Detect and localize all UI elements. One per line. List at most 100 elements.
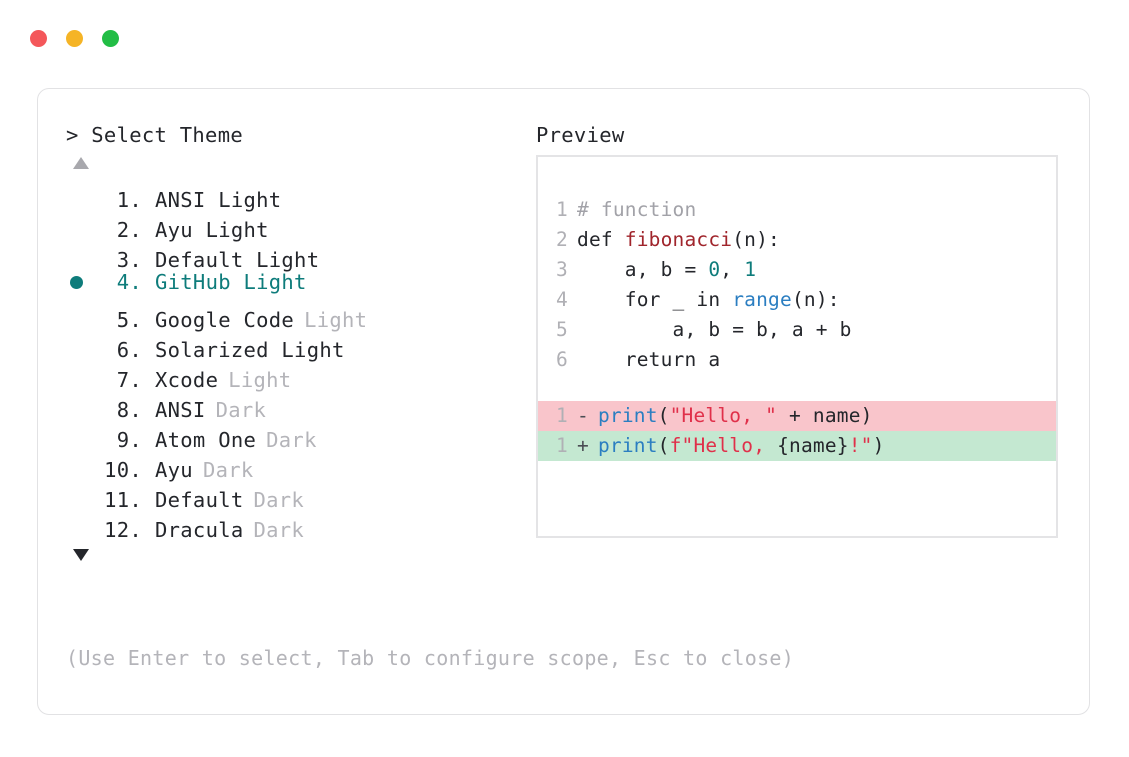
selection-bullet-cell	[66, 417, 96, 447]
code-line-text: for _ in range(n):	[568, 285, 840, 315]
theme-list-item[interactable]: 1.ANSI Light	[66, 177, 536, 212]
scroll-up-indicator[interactable]	[66, 151, 536, 177]
triangle-down-icon	[73, 549, 89, 561]
theme-item-name: Solarized Light	[155, 338, 345, 362]
selection-bullet-cell	[66, 268, 96, 298]
code-line-text: def fibonacci(n):	[568, 225, 780, 255]
code-line-number: 1	[556, 198, 568, 221]
theme-list-item[interactable]: 3.Default Light	[66, 237, 536, 272]
theme-list-item[interactable]: 6. Solarized Light	[66, 327, 536, 362]
theme-item-variant: Light	[304, 308, 368, 332]
theme-item-name: GitHub Light	[155, 270, 307, 294]
selection-bullet-cell	[66, 237, 96, 267]
theme-item-name: ANSI	[155, 398, 206, 422]
theme-item-index: 8.	[116, 398, 142, 422]
minimize-window-button[interactable]	[66, 30, 83, 47]
code-token: (n):	[732, 228, 780, 251]
code-token: a, b = b, a + b	[577, 318, 852, 341]
code-token: 0	[708, 258, 721, 281]
theme-item-name: Ayu Light	[155, 218, 269, 242]
selection-bullet-cell	[66, 177, 96, 207]
code-line: 5 a, b = b, a + b	[538, 315, 1056, 345]
code-line-number: 4	[556, 288, 568, 311]
theme-item-index: 6.	[116, 338, 142, 362]
code-token: print	[597, 434, 658, 457]
theme-item-variant: Dark	[266, 428, 317, 452]
theme-item-index: 2.	[116, 218, 142, 242]
selection-bullet-cell	[66, 357, 96, 387]
selection-bullet-cell	[66, 327, 96, 357]
theme-list-item[interactable]: 4. GitHub Light	[66, 267, 536, 297]
theme-list-item[interactable]: 5. Google Code Light	[66, 297, 536, 332]
select-theme-prompt: > Select Theme	[66, 123, 243, 147]
code-line: 6 return a	[538, 345, 1056, 375]
theme-item-index: 9.	[116, 428, 142, 452]
theme-item-index: 10.	[104, 458, 142, 482]
selection-bullet-cell	[66, 297, 96, 327]
code-token: range	[732, 288, 792, 311]
selection-bullet-cell	[66, 387, 96, 417]
code-line-number: 2	[556, 228, 568, 251]
theme-item-name: Ayu	[155, 458, 193, 482]
code-line-number: 3	[556, 258, 568, 281]
theme-item-index: 11.	[104, 488, 142, 512]
diff-line-number: 1	[556, 404, 568, 427]
code-token: "Hello, "	[669, 404, 778, 427]
selection-bullet-cell	[66, 477, 96, 507]
code-line-text: return a	[568, 345, 720, 375]
theme-item-index: 4.	[116, 270, 142, 294]
code-line-text: # function	[568, 195, 696, 225]
code-token: + name)	[777, 404, 873, 427]
theme-item-variant: Light	[228, 368, 292, 392]
code-line-text: a, b = 0, 1	[568, 255, 756, 285]
close-window-button[interactable]	[30, 30, 47, 47]
theme-item-index: 5.	[116, 308, 142, 332]
code-token: !"	[848, 434, 873, 457]
code-token: {name}	[777, 434, 849, 457]
code-token: (	[657, 434, 670, 457]
code-spacer	[538, 375, 1056, 401]
theme-item-variant: Dark	[202, 458, 254, 482]
code-line-number: 6	[556, 348, 568, 371]
maximize-window-button[interactable]	[102, 30, 119, 47]
theme-item-name: Google Code	[155, 308, 295, 332]
code-line: 4 for _ in range(n):	[538, 285, 1056, 315]
triangle-up-icon	[73, 157, 89, 169]
preview-header: Preview	[536, 123, 625, 147]
selected-bullet-icon	[70, 276, 83, 289]
code-token: fibonacci	[624, 228, 733, 251]
theme-item-name: Default	[155, 488, 244, 512]
code-token: (	[657, 404, 670, 427]
code-line-number: 5	[556, 318, 568, 341]
code-line: 1# function	[538, 195, 1056, 225]
window-titlebar	[30, 30, 119, 47]
code-token: (n):	[791, 288, 840, 311]
diff-line-number: 1	[556, 434, 568, 457]
theme-list-item[interactable]: 2. Ayu Light	[66, 207, 536, 242]
code-token: def	[577, 228, 625, 251]
keyboard-hint: (Use Enter to select, Tab to configure s…	[66, 646, 795, 670]
scroll-down-indicator[interactable]	[66, 537, 536, 571]
selection-bullet-cell	[66, 207, 96, 237]
code-token: )	[872, 434, 885, 457]
code-line-text: a, b = b, a + b	[568, 315, 852, 345]
diff-line-text: print("Hello, " + name)	[598, 401, 873, 431]
code-token: a, b =	[577, 258, 709, 281]
theme-item-name: Default Light	[155, 248, 320, 272]
code-line: 3 a, b = 0, 1	[538, 255, 1056, 285]
code-token: return a	[577, 348, 721, 371]
theme-list-item[interactable]: 10. Ayu Dark	[66, 447, 536, 482]
code-token: ,	[720, 258, 745, 281]
theme-item-index: 1.	[116, 188, 142, 212]
